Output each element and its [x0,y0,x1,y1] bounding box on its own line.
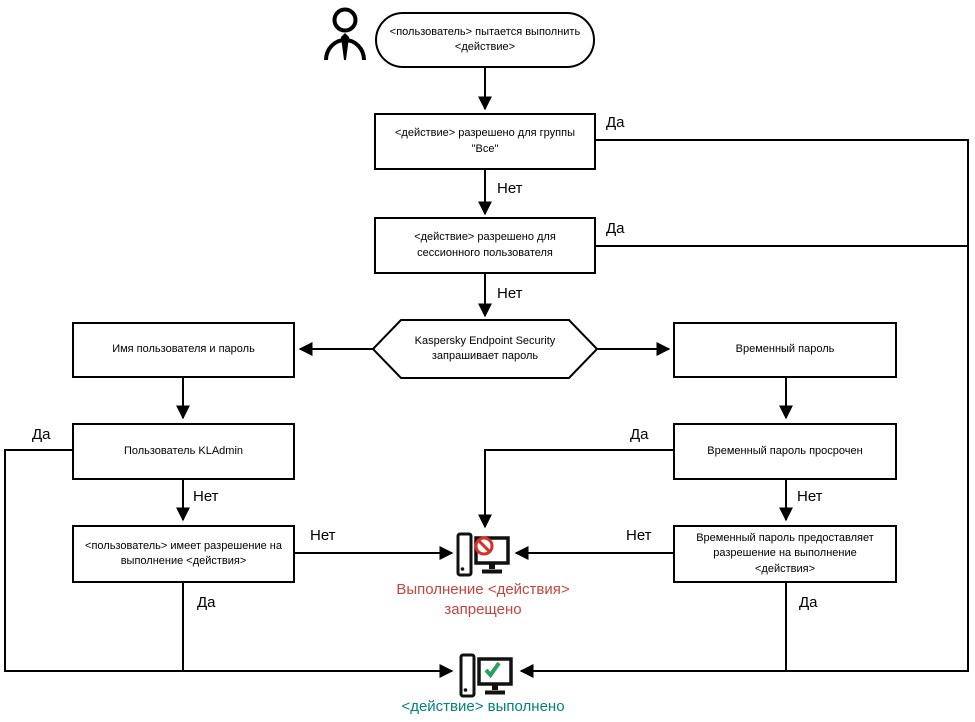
computer-check-icon [459,653,513,698]
node-temporary-password: Временный пароль [673,322,897,378]
computer-prohibited-icon [456,532,510,577]
node-temp-password-grants: Временный пароль предоставляет разрешени… [673,525,897,583]
edge-label-no-kladmin: Нет [193,488,219,505]
edge-label-no-grants: Нет [626,527,652,544]
password-prompt-hexagon [371,319,599,379]
edge-label-yes-user-permission: Да [197,594,216,611]
edge-label-no-allowed-session: Нет [497,285,523,302]
edge-label-no-user-permission: Нет [310,527,336,544]
edge-label-yes-kladmin: Да [32,426,51,443]
action-denied-text: Выполнение <действия> запрещено [396,581,570,619]
edge-label-no-allowed-all: Нет [497,180,523,197]
node-allowed-for-session: <действие> разрешено для сессионного пол… [374,217,596,274]
edge-label-no-expired: Нет [797,488,823,505]
node-password-prompt: Kaspersky Endpoint Security запрашивает … [414,334,556,362]
edge-label-yes-grants: Да [799,594,818,611]
edge-label-yes-allowed-all: Да [606,114,625,131]
edge-expired-yes [478,449,673,529]
node-user-has-permission: <пользователь> имеет разрешение на выпол… [72,525,295,583]
node-kladmin: Пользователь KLAdmin [72,423,295,480]
node-start: <пользователь> пытается выполнить <дейст… [375,12,595,68]
edge-label-yes-expired: Да [630,426,649,443]
node-username-password: Имя пользователя и пароль [72,322,295,378]
node-temp-password-expired: Временный пароль просрочен [673,423,897,480]
action-completed-text: <действие> выполнено [401,698,565,715]
node-allowed-for-all: <действие> разрешено для группы "Все" [374,113,596,170]
edge-allowed-all-yes [519,139,969,678]
edge-kladmin-yes [4,449,454,678]
edge-label-yes-allowed-session: Да [606,220,625,237]
person-icon [324,7,366,61]
